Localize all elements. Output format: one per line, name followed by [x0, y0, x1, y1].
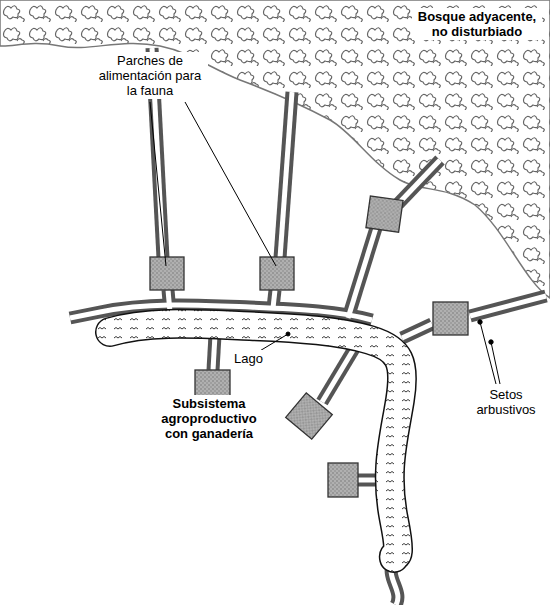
feeding-patches: [150, 196, 468, 497]
region-label: Bosque adyacente, no disturbiado: [412, 8, 542, 40]
leader-lines: [150, 102, 500, 384]
region-label: Subsistema agroproductivo con ganadería: [148, 395, 270, 442]
hedge-group: [70, 48, 546, 605]
callout-label: Lago: [232, 350, 265, 367]
callout-label: Setos arbustivos: [465, 386, 547, 418]
forest-area: [0, 0, 550, 298]
callout-label: Parches de alimentación para la fauna: [92, 52, 208, 99]
lake-shape: [110, 324, 402, 558]
